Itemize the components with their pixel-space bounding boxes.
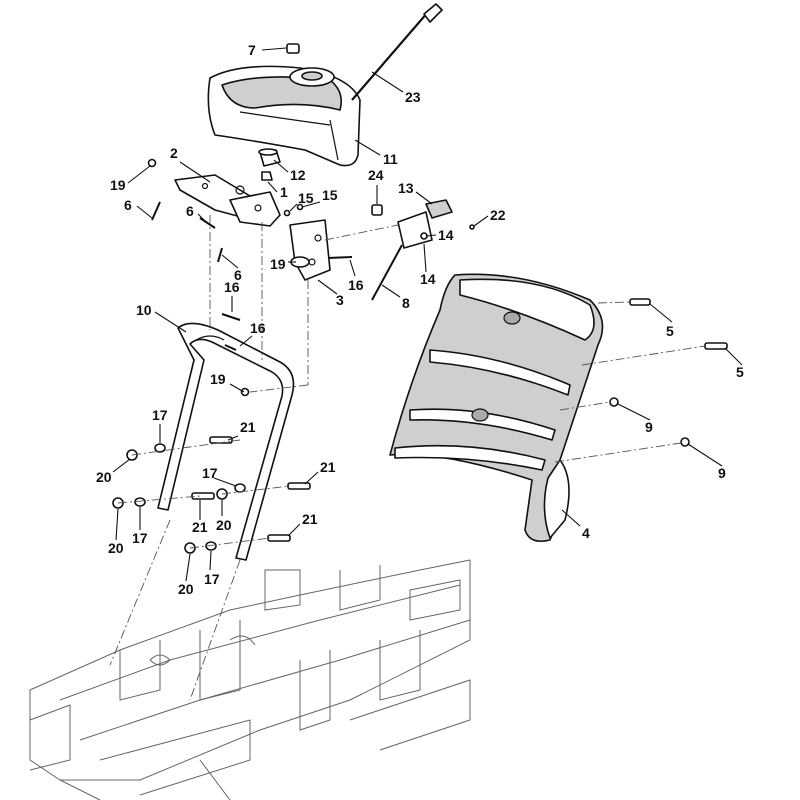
callout-label-20b: 20	[216, 517, 232, 533]
callout-label-20c: 20	[108, 540, 124, 556]
handle-frame	[157, 322, 295, 561]
callout-leader-3	[317, 279, 338, 295]
callout-leader-6c	[221, 254, 239, 269]
callout-label-6b: 6	[186, 203, 194, 219]
lever-assembly	[371, 199, 453, 301]
callout-leader-1	[267, 181, 278, 193]
callout-label-16c: 16	[250, 320, 266, 336]
callout-leader-6a	[136, 205, 153, 219]
callout-label-20a: 20	[96, 469, 112, 485]
callout-label-24: 24	[368, 167, 384, 183]
callout-leader-15a	[289, 203, 298, 212]
tractor-frame	[29, 519, 471, 800]
callout-label-21a: 21	[240, 419, 256, 435]
plug-part	[286, 43, 300, 54]
callout-leader-20c	[115, 508, 119, 541]
callout-label-17c: 17	[132, 530, 148, 546]
callout-label-17d: 17	[204, 571, 220, 587]
callout-leader-23	[371, 71, 404, 93]
callout-leader-17b	[213, 477, 237, 487]
callout-leader-21b	[304, 471, 319, 485]
callout-leader-14a	[425, 234, 437, 237]
callout-leader-6b	[197, 213, 207, 223]
callout-leader-10	[154, 311, 187, 333]
callout-label-5a: 5	[666, 323, 674, 339]
callout-leader-5b	[724, 347, 743, 366]
callout-leader-11	[354, 139, 381, 156]
callout-label-9b: 9	[718, 465, 726, 481]
bushing-part	[258, 148, 281, 181]
callout-label-15b: 15	[322, 187, 338, 203]
callout-leader-16a	[349, 259, 356, 277]
callout-leader-12	[273, 159, 289, 173]
chute-body	[389, 273, 604, 543]
callout-label-14a: 14	[438, 227, 454, 243]
callout-leader-19c	[229, 383, 245, 393]
callout-label-2: 2	[170, 145, 178, 161]
callout-leader-20d	[185, 553, 191, 582]
callout-leader-5a	[649, 303, 673, 323]
callout-leader-14b	[423, 243, 427, 273]
callout-label-15a: 15	[298, 190, 314, 206]
callout-label-9a: 9	[645, 419, 653, 435]
callout-label-20d: 20	[178, 581, 194, 597]
small-hardware	[147, 158, 475, 397]
callout-label-22: 22	[490, 207, 506, 223]
callout-label-17a: 17	[152, 407, 168, 423]
callout-label-11: 11	[383, 151, 398, 167]
callout-label-16a: 16	[348, 277, 364, 293]
callout-leader-13	[415, 191, 433, 205]
callout-leader-20a	[112, 458, 131, 473]
callout-label-19a: 19	[110, 177, 126, 193]
callout-leader-16c	[239, 335, 253, 347]
callout-leader-9a	[617, 403, 651, 421]
callout-label-1: 1	[280, 184, 288, 200]
callout-label-10: 10	[136, 302, 152, 318]
callout-label-21b: 21	[320, 459, 336, 475]
callout-label-19b: 19	[270, 256, 286, 272]
callout-leader-17d	[209, 550, 212, 571]
callout-label-7: 7	[248, 42, 256, 58]
handle-hardware	[112, 436, 311, 554]
callout-label-6a: 6	[124, 197, 132, 213]
callout-label-12: 12	[290, 167, 306, 183]
callout-leader-21d	[287, 523, 301, 537]
callout-label-16b: 16	[224, 279, 240, 295]
callout-label-4: 4	[582, 525, 590, 541]
callout-label-17b: 17	[202, 465, 218, 481]
callout-leader-9b	[687, 443, 723, 467]
callout-leader-19a	[127, 165, 151, 184]
deflector-plate	[289, 219, 331, 281]
callout-leader-15b	[301, 201, 321, 208]
callout-leader-2	[179, 161, 211, 183]
callout-label-3: 3	[336, 292, 344, 308]
callout-leader-4	[561, 509, 581, 527]
chute-top-cap	[207, 65, 361, 167]
callout-label-6c: 6	[234, 267, 242, 283]
callout-leader-8	[381, 284, 401, 298]
chute-bolts	[554, 298, 728, 463]
callout-label-23: 23	[405, 89, 421, 105]
callout-label-13: 13	[398, 180, 414, 196]
callout-leader-21a	[227, 435, 239, 441]
bracket-plates	[174, 174, 281, 227]
control-rod	[351, 3, 443, 101]
callout-leader-22	[473, 215, 489, 227]
callout-label-19c: 19	[210, 371, 226, 387]
callout-label-14b: 14	[420, 271, 436, 287]
callout-label-8: 8	[402, 295, 410, 311]
callout-label-21c: 21	[192, 519, 208, 535]
callout-label-5b: 5	[736, 364, 744, 380]
callout-label-21d: 21	[302, 511, 318, 527]
callout-leader-7	[261, 47, 287, 51]
